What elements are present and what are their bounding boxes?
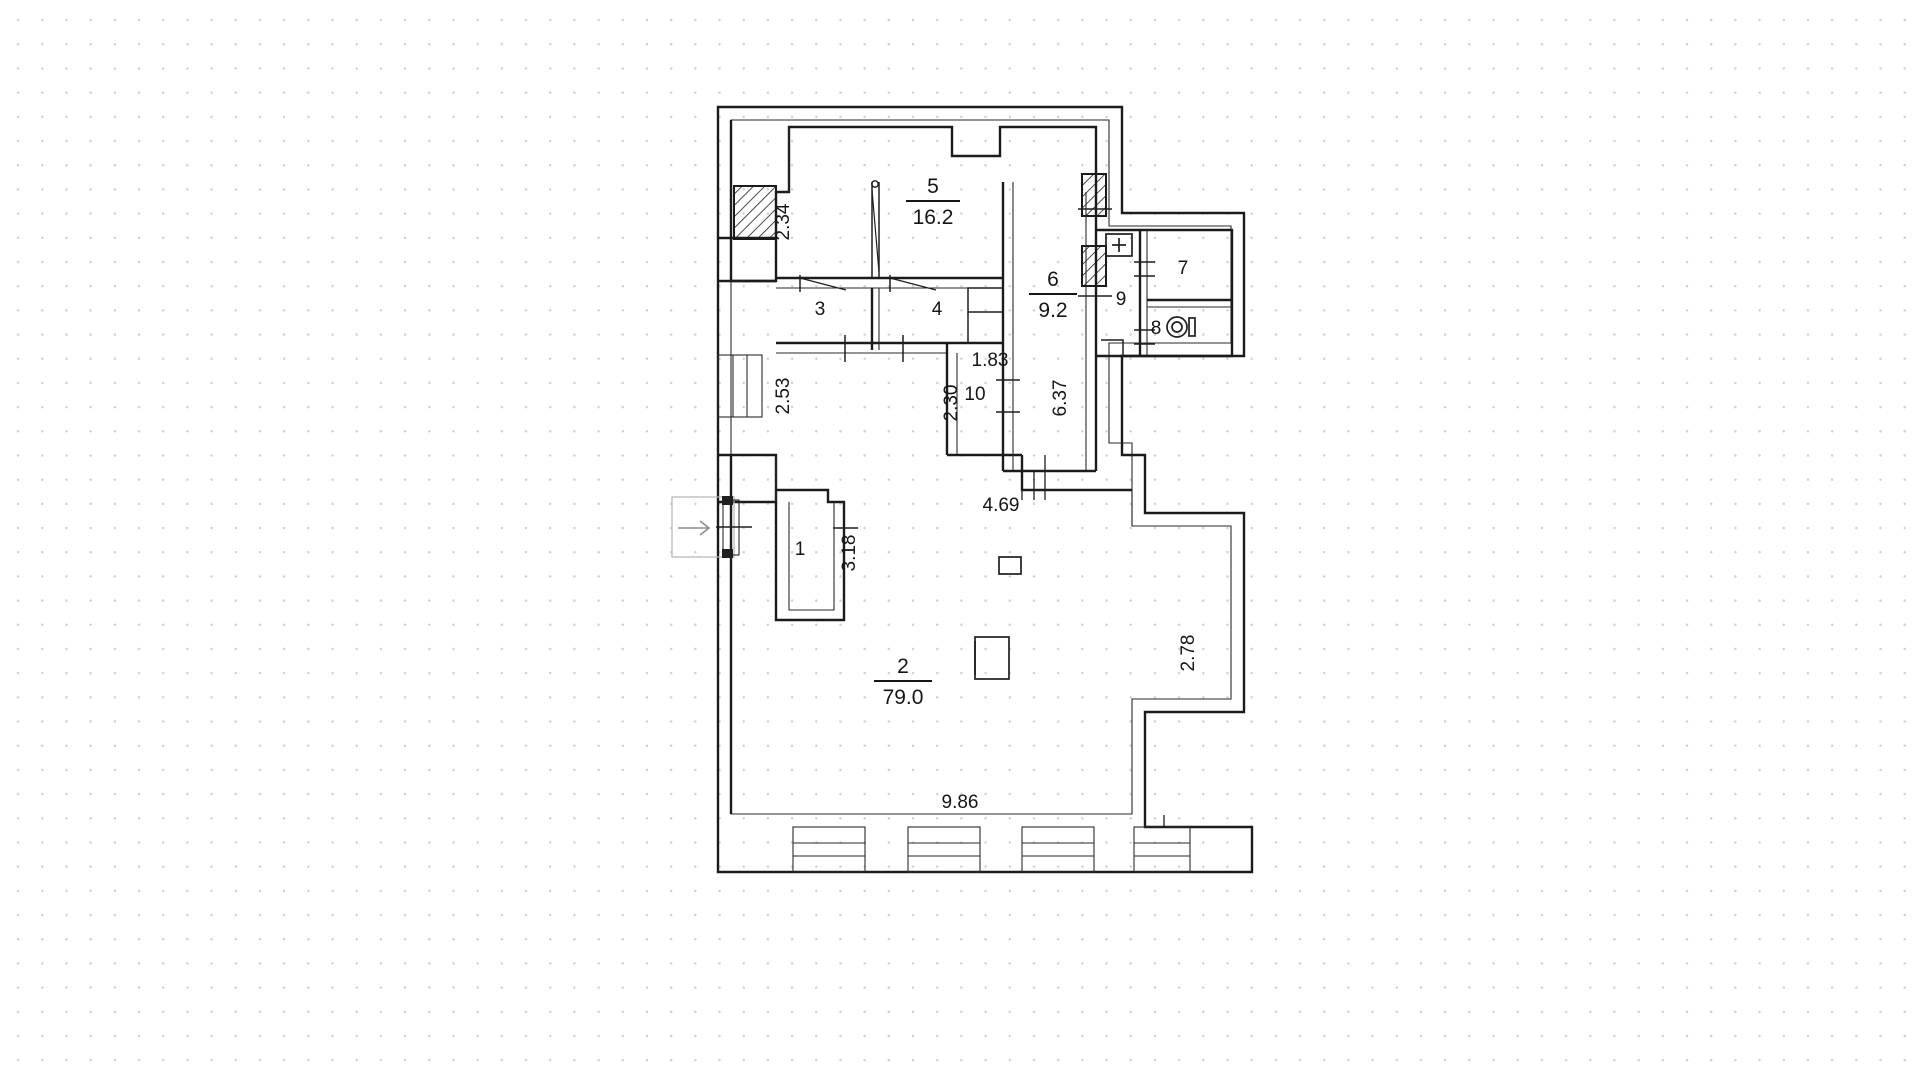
dimension-3-18: 3.18 [839, 535, 860, 572]
room-7-number: 7 [1178, 258, 1189, 279]
column-small [998, 556, 1022, 575]
column-large [974, 636, 1010, 680]
room-1-number: 1 [795, 539, 806, 560]
room-2-label: 2 79.0 [874, 655, 932, 709]
left-lower-step [718, 453, 778, 814]
room-5-area: 16.2 [913, 206, 954, 229]
building-outline [716, 105, 1254, 874]
room-2-walls [774, 455, 1133, 622]
dimension-ticks [1021, 455, 1165, 827]
room-5-number: 5 [927, 175, 939, 198]
room-10-walls [945, 288, 1022, 471]
window-left [717, 354, 763, 418]
dimension-2-78: 2.78 [1178, 635, 1199, 672]
room-8-number: 8 [1151, 318, 1162, 339]
room-5-label: 5 16.2 [906, 175, 960, 229]
room-9-number: 9 [1116, 289, 1127, 310]
bath-wing-walls [1096, 228, 1234, 358]
room-3-number: 3 [815, 299, 826, 320]
room-4-number: 4 [932, 299, 943, 320]
hatch-upper-left [733, 185, 777, 240]
room-6-walls [1003, 182, 1112, 473]
rooms-3-4-walls [776, 275, 1004, 362]
dimension-6-37: 6.37 [1050, 380, 1071, 417]
dimension-2-53: 2.53 [773, 378, 794, 415]
room-6-number: 6 [1047, 268, 1059, 291]
windows-bottom [792, 826, 1191, 873]
room-10-number: 10 [964, 384, 985, 405]
entrance-direction-arrow [671, 496, 752, 558]
dimension-2-30: 2.30 [941, 385, 962, 422]
room-2-area: 79.0 [883, 686, 924, 709]
dimension-1-83: 1.83 [972, 350, 1009, 371]
room-6-area: 9.2 [1038, 299, 1067, 322]
dimension-4-69: 4.69 [983, 495, 1020, 516]
room-2-number: 2 [897, 655, 909, 678]
room-5-walls [776, 180, 1014, 289]
dimension-2-34: 2.34 [773, 203, 794, 240]
dimension-9-86: 9.86 [942, 792, 979, 813]
room-6-label: 6 9.2 [1029, 268, 1077, 322]
